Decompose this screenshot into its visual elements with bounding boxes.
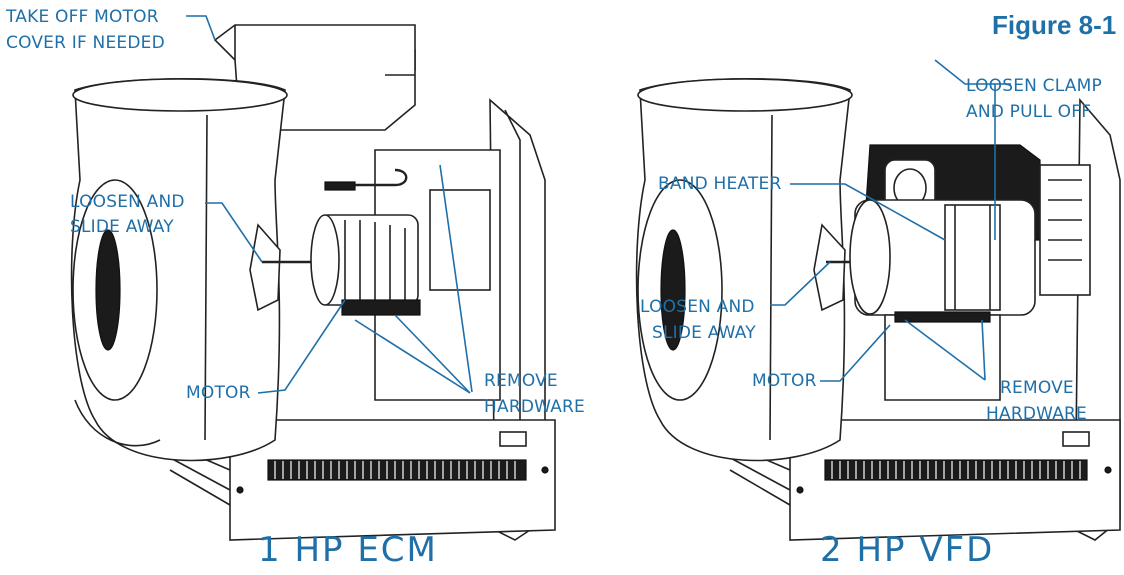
left-loosen-label-line1: LOOSEN AND [70, 192, 185, 212]
take-off-cover-label-line2: COVER IF NEEDED [6, 33, 165, 53]
band-heater-label: BAND HEATER [658, 174, 782, 194]
right-remove-hardware-line2: HARDWARE [986, 404, 1087, 424]
loosen-clamp-label-line1: LOOSEN CLAMP [966, 76, 1102, 96]
left-unit-caption: 1 HP ECM [258, 530, 438, 570]
figure-label: Figure 8-1 [992, 10, 1117, 40]
take-off-cover-label-line1: TAKE OFF MOTOR [6, 7, 159, 27]
right-motor-label: MOTOR [752, 371, 817, 391]
left-loosen-label-line2: SLIDE AWAY [70, 217, 174, 237]
left-callout-leaders [186, 15, 473, 394]
left-remove-hardware-line2: HARDWARE [484, 397, 585, 417]
right-unit-caption: 2 HP VFD [820, 530, 995, 570]
right-blower-assembly [635, 78, 1121, 541]
right-loosen-label-line2: SLIDE AWAY [652, 323, 756, 343]
left-remove-hardware-line1: REMOVE [484, 371, 558, 391]
right-callout-leaders [770, 59, 1011, 382]
left-blower-assembly [70, 24, 556, 541]
left-motor-label: MOTOR [186, 383, 251, 403]
loosen-clamp-label-line2: AND PULL OFF [966, 102, 1092, 122]
right-loosen-label-line1: LOOSEN AND [640, 297, 755, 317]
right-remove-hardware-line1: REMOVE [1000, 378, 1074, 398]
